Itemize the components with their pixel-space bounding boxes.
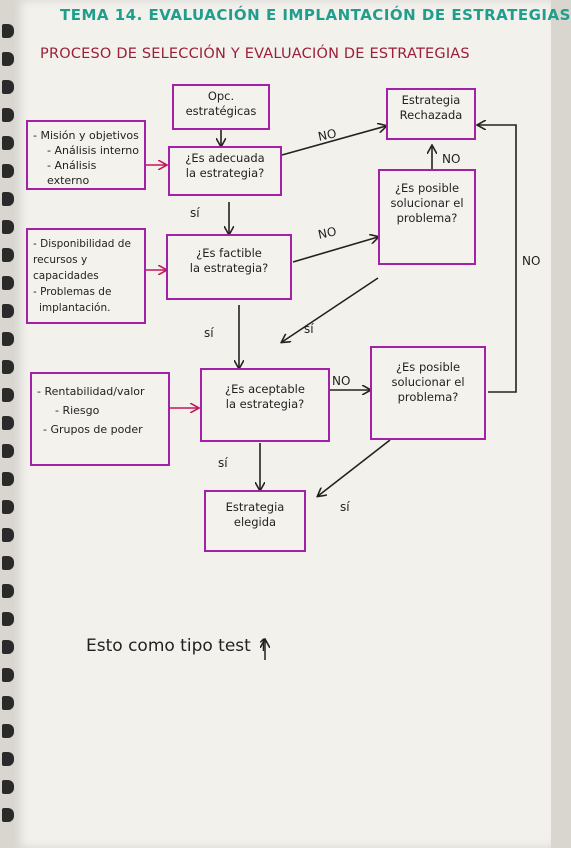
ring: [2, 724, 14, 738]
box-es-posible-solucionar-1: ¿Es posible solucionar el problema?: [378, 169, 476, 265]
ring: [2, 500, 14, 514]
ring: [2, 220, 14, 234]
ring: [2, 108, 14, 122]
label-si: sí: [340, 500, 350, 514]
arrow-factible-to-solucionar1: [292, 237, 378, 263]
label-si: sí: [218, 456, 228, 470]
ring: [2, 52, 14, 66]
ring: [2, 192, 14, 206]
box-line: - Misión y objetivos: [33, 129, 139, 142]
ring: [2, 780, 14, 794]
box-line: - Rentabilidad/valor: [37, 385, 145, 398]
box-mision-objetivos: - Misión y objetivos - Análisis interno …: [26, 120, 146, 190]
ring: [2, 388, 14, 402]
label-si: sí: [304, 322, 314, 336]
box-line: solucionar el: [390, 196, 464, 210]
arrow-solucionar2-to-elegida: [318, 439, 391, 496]
notebook-page: [14, 0, 551, 848]
label-no: NO: [332, 374, 351, 388]
arrow-solucionar2-to-rechazada: [478, 125, 517, 393]
ring: [2, 696, 14, 710]
box-line: ¿Es posible: [395, 360, 461, 374]
box-es-posible-solucionar-2: ¿Es posible solucionar el problema?: [370, 346, 486, 440]
ring: [2, 752, 14, 766]
box-estrategia-elegida: Estrategia elegida: [204, 490, 306, 552]
ring: [2, 24, 14, 38]
ring: [2, 80, 14, 94]
ring: [2, 164, 14, 178]
box-line: Estrategia: [225, 500, 285, 514]
box-line: estratégicas: [185, 104, 257, 118]
ring: [2, 360, 14, 374]
ring: [2, 416, 14, 430]
box-es-factible: ¿Es factible la estrategia?: [166, 234, 292, 300]
ring: [2, 444, 14, 458]
label-no: NO: [522, 254, 541, 268]
box-disponibilidad-recursos: - Disponibilidad de recursos y capacidad…: [26, 228, 146, 324]
box-line: ¿Es posible: [394, 181, 460, 195]
ring: [2, 612, 14, 626]
ring: [2, 668, 14, 682]
arrow-adecuada-to-rechazada: [281, 126, 386, 156]
box-es-aceptable: ¿Es aceptable la estrategia?: [200, 368, 330, 442]
box-line: Estrategia: [401, 93, 461, 107]
box-line: Opc.: [207, 89, 235, 103]
flow-arrows: [146, 0, 517, 660]
box-line: - Riesgo: [55, 404, 100, 417]
box-line: la estrategia?: [225, 397, 305, 411]
ring: [2, 584, 14, 598]
box-opciones-estrategicas: Opc. estratégicas: [172, 84, 270, 130]
box-line: - Análisis interno: [47, 144, 139, 157]
box-estrategia-rechazada: Estrategia Rechazada: [386, 88, 476, 140]
arrow-solucionar1-to-aceptable: [282, 277, 379, 342]
label-si: sí: [204, 326, 214, 340]
box-line: - Problemas de: [33, 286, 112, 298]
handwritten-note: Esto como tipo test ↑: [86, 636, 271, 656]
label-no: NO: [442, 152, 461, 166]
box-line: recursos y capacidades: [33, 254, 99, 282]
ring: [2, 136, 14, 150]
box-line: la estrategia?: [189, 261, 269, 275]
ring: [2, 528, 14, 542]
box-line: la estrategia?: [185, 166, 265, 180]
spiral-binding: [0, 0, 22, 848]
label-si: sí: [190, 206, 200, 220]
box-es-adecuada: ¿Es adecuada la estrategia?: [168, 146, 282, 196]
ring: [2, 276, 14, 290]
ring: [2, 472, 14, 486]
ring: [2, 304, 14, 318]
box-line: ¿Es aceptable: [225, 382, 305, 396]
box-line: - Disponibilidad de: [33, 238, 131, 250]
box-line: ¿Es factible: [196, 246, 262, 260]
box-line: implantación.: [39, 302, 111, 314]
box-line: problema?: [396, 211, 458, 225]
page-title: TEMA 14. EVALUACIÓN E IMPLANTACIÓN DE ES…: [60, 6, 571, 24]
ring: [2, 808, 14, 822]
ring: [2, 556, 14, 570]
box-line: ¿Es adecuada: [185, 151, 265, 165]
ring: [2, 248, 14, 262]
box-line: solucionar el: [391, 375, 465, 389]
ring: [2, 640, 14, 654]
box-line: - Grupos de poder: [43, 423, 143, 436]
box-line: - Análisis externo: [47, 159, 97, 187]
box-line: elegida: [233, 515, 277, 529]
box-line: Rechazada: [399, 108, 463, 122]
ring: [2, 332, 14, 346]
box-rentabilidad-valor: - Rentabilidad/valor - Riesgo - Grupos d…: [30, 372, 170, 466]
diagram-subtitle: PROCESO DE SELECCIÓN Y EVALUACIÓN DE EST…: [40, 46, 470, 62]
box-line: problema?: [397, 390, 459, 404]
